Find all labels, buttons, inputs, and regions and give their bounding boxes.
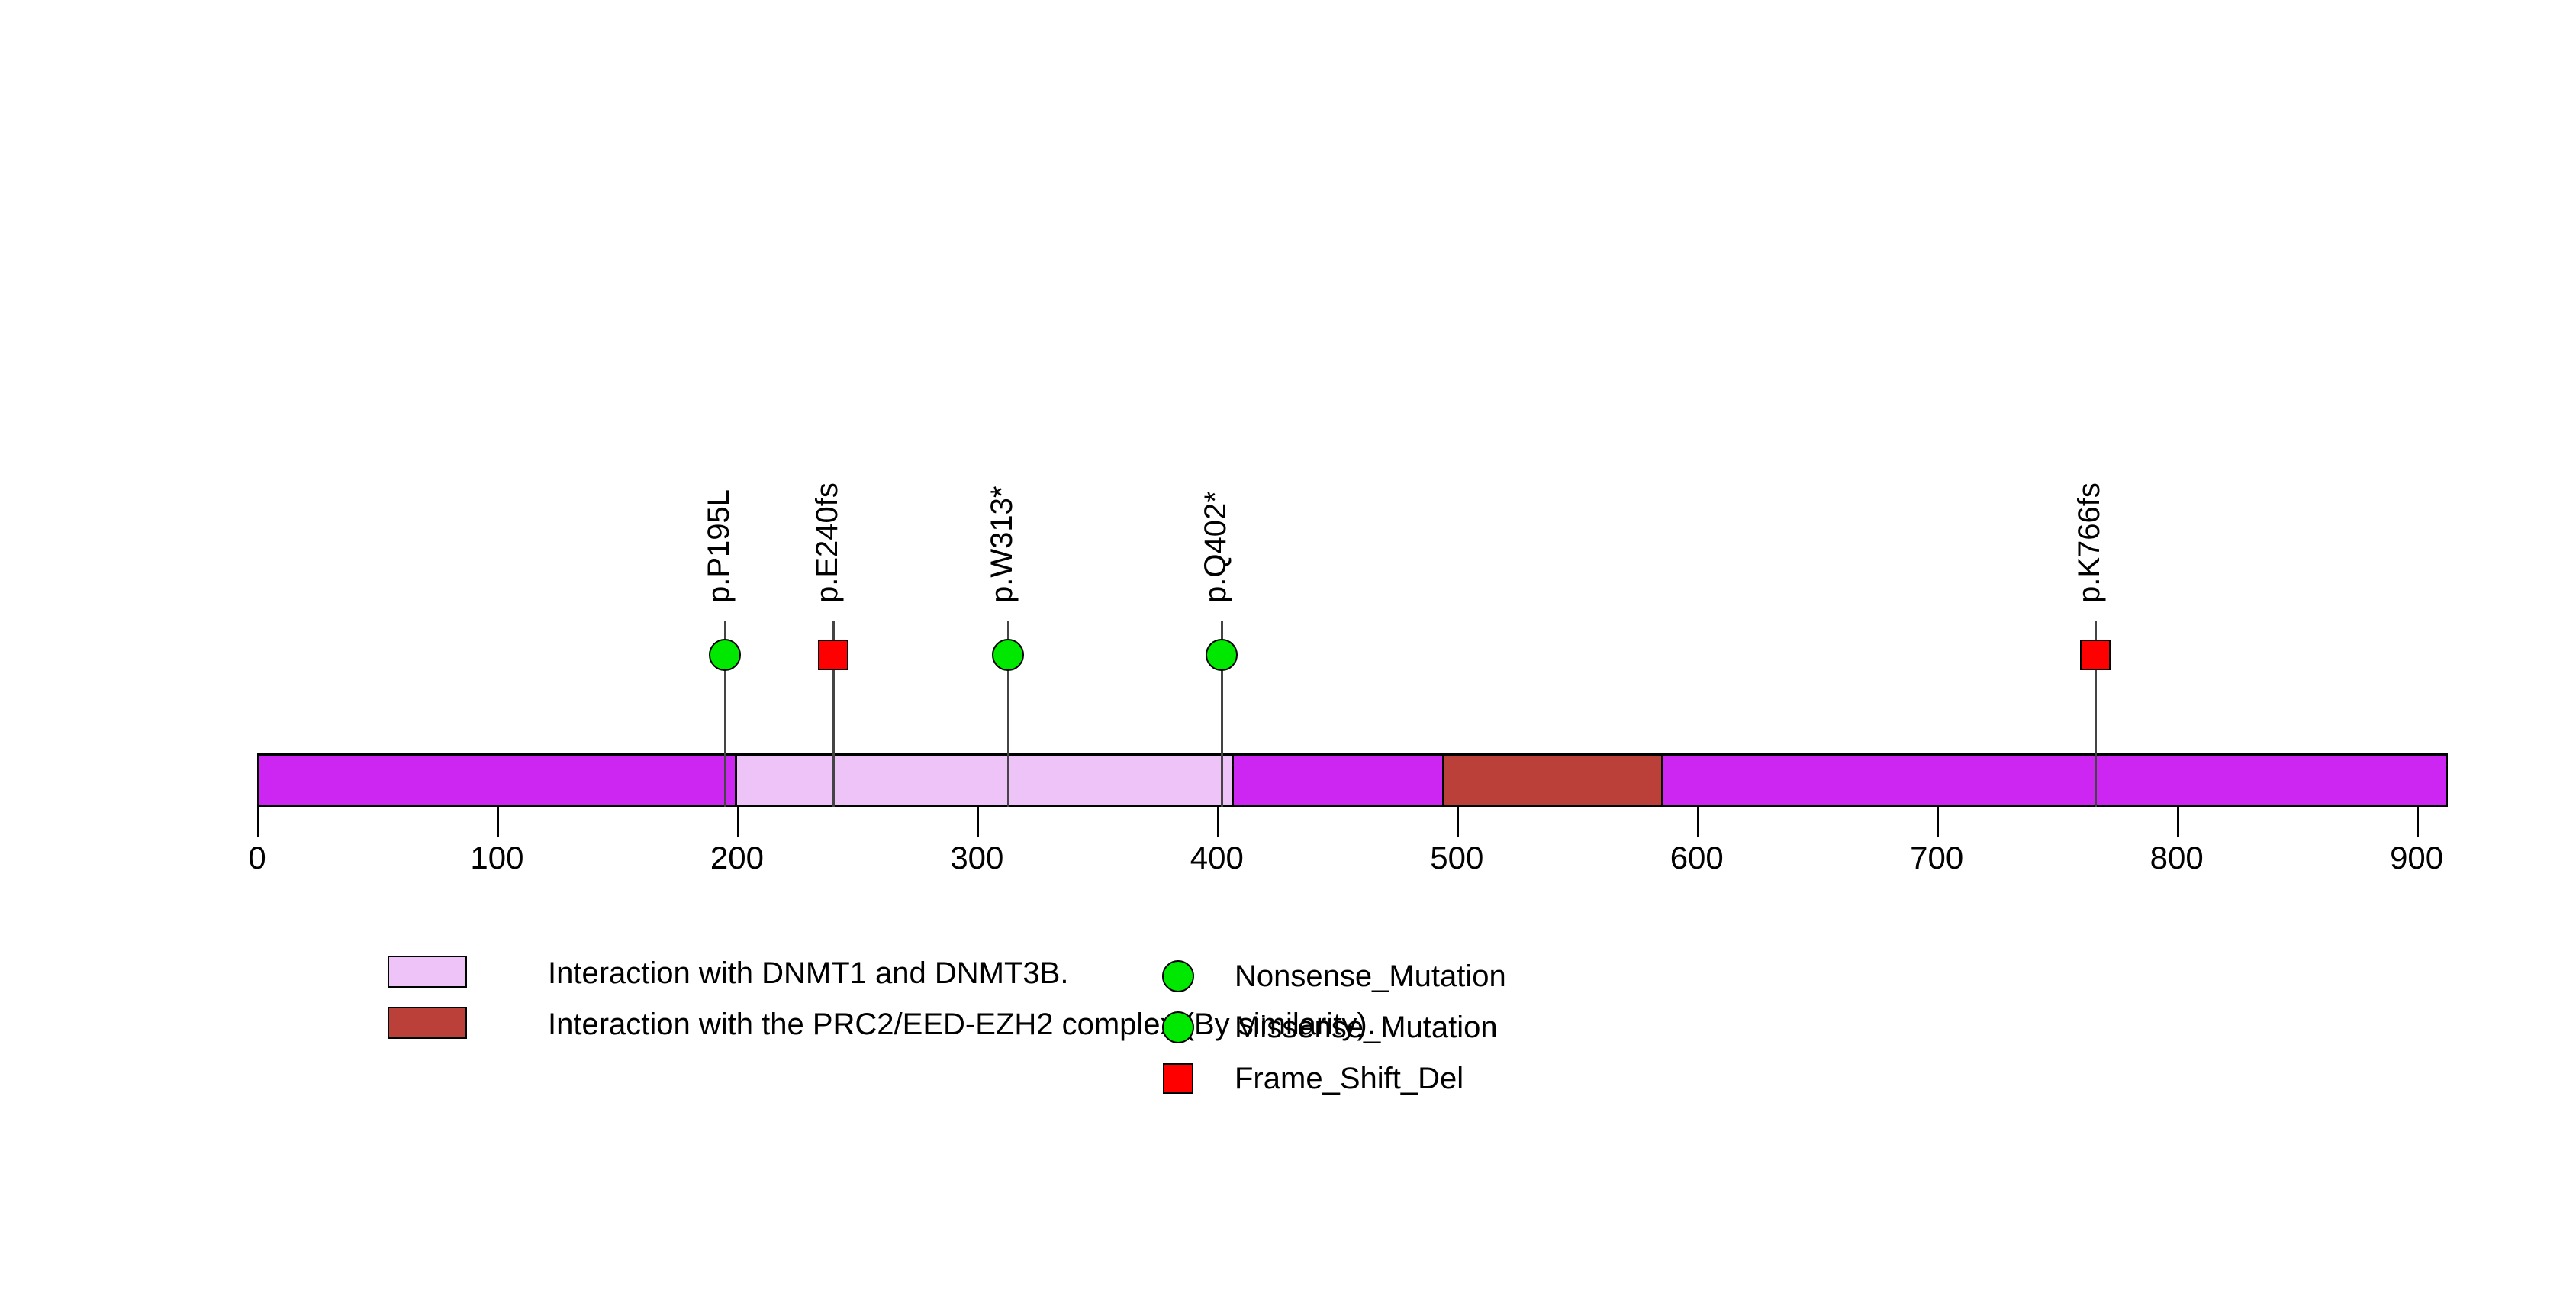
mutation-legend-label: Nonsense_Mutation	[1235, 959, 1506, 993]
axis-tick-label: 500	[1430, 840, 1484, 876]
domain-legend-label: Interaction with the PRC2/EED-EZH2 compl…	[548, 1008, 1376, 1041]
protein-backbone	[257, 753, 2448, 807]
axis-tick-label: 200	[710, 840, 764, 876]
lollipop-stem	[832, 621, 835, 807]
axis-tick-label: 700	[1910, 840, 1964, 876]
mutation-marker-square[interactable]	[817, 640, 848, 670]
axis-tick	[2417, 807, 2420, 837]
mutation-legend-label: Missense_Mutation	[1235, 1011, 1498, 1044]
mutation-marker-circle[interactable]	[709, 639, 742, 671]
domain-legend-swatch	[388, 956, 467, 988]
axis-tick-label: 0	[248, 840, 266, 876]
domain-legend-label: Interaction with DNMT1 and DNMT3B.	[548, 956, 1069, 990]
lollipop-stem	[2094, 621, 2097, 807]
mutation-marker-square[interactable]	[2079, 640, 2111, 670]
axis-tick	[1216, 807, 1219, 837]
axis-tick	[977, 807, 980, 837]
mutation-legend-label: Frame_Shift_Del	[1235, 1062, 1464, 1095]
domain-region	[734, 756, 1234, 805]
axis-tick	[1937, 807, 1940, 837]
axis-tick-label: 800	[2149, 840, 2204, 876]
mutation-legend-swatch-square	[1163, 1063, 1193, 1094]
axis-tick	[1457, 807, 1460, 837]
mutation-legend-swatch-circle	[1162, 960, 1194, 992]
domain-region	[1442, 756, 1663, 805]
lollipop-stem	[724, 621, 727, 807]
axis-tick-label: 400	[1190, 840, 1244, 876]
mutation-legend-swatch-circle	[1162, 1011, 1194, 1043]
axis-tick-label: 300	[950, 840, 1004, 876]
axis-tick-label: 600	[1670, 840, 1724, 876]
mutation-marker-circle[interactable]	[992, 639, 1025, 671]
axis-tick-label: 100	[470, 840, 524, 876]
lollipop-stem	[1007, 621, 1010, 807]
axis-tick	[257, 807, 259, 837]
axis-tick	[1696, 807, 1699, 837]
axis-tick-label: 900	[2390, 840, 2444, 876]
axis-tick	[736, 807, 739, 837]
domain-legend-swatch	[388, 1007, 467, 1039]
mutation-marker-circle[interactable]	[1206, 639, 1238, 671]
axis-tick	[497, 807, 500, 837]
lollipop-stem	[1221, 621, 1224, 807]
axis-tick	[2176, 807, 2179, 837]
